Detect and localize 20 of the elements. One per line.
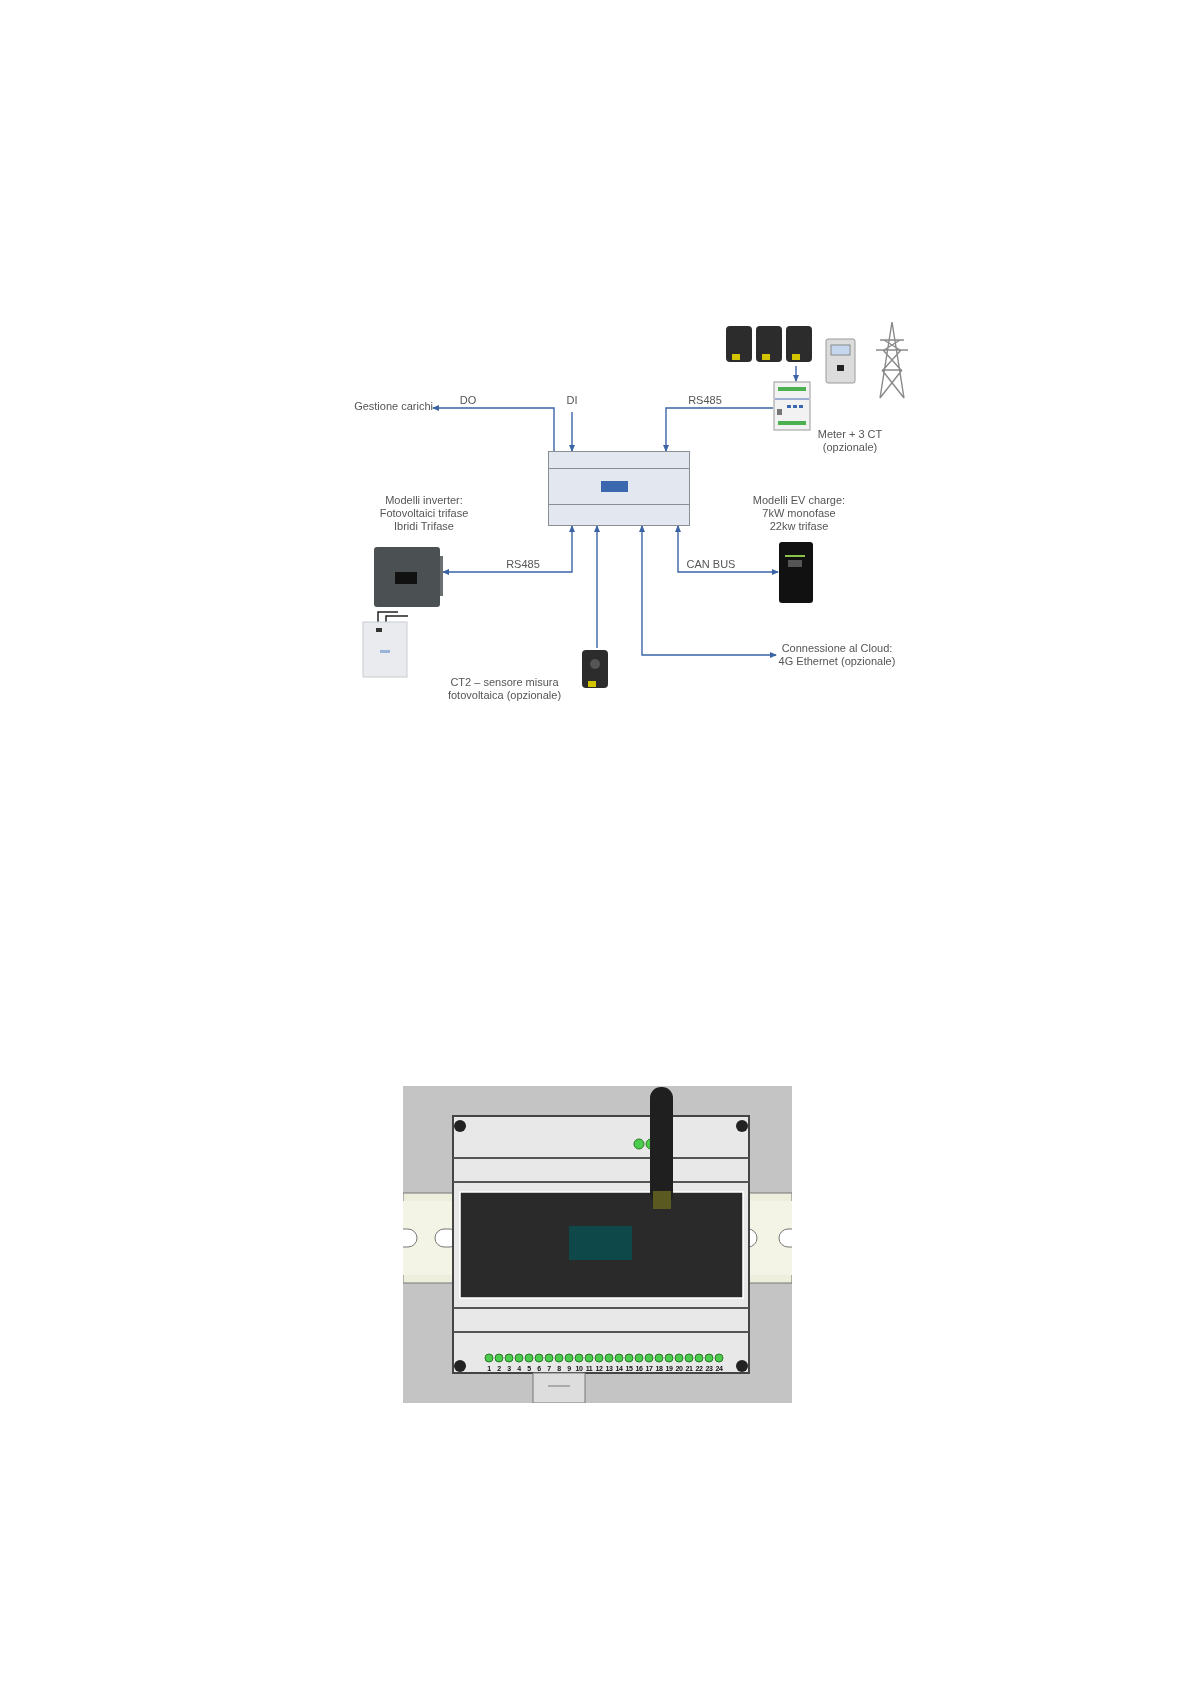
node-label: Gestione carichi [354,400,433,413]
connector-arrow [675,525,779,575]
connector-arrow [663,407,774,452]
edge-label: CAN BUS [685,558,737,571]
edge-label: RS485 [687,394,723,407]
connector-arrow [639,525,777,658]
device-caption: Modelli EV charge: 7kW monofase 22kw trifase [751,494,847,533]
device-caption: CT2 – sensore misura fotovoltaica (opzionale) [446,676,563,702]
controller-box [548,451,690,526]
connector-arrow [432,405,555,452]
edge-label: RS485 [505,558,541,571]
connector-arrow [793,365,799,382]
edge-label: DI [565,394,579,407]
connector-arrow [569,411,575,452]
connector-arrow [442,525,575,575]
device-caption: Modelli inverter: Fotovoltaici trifase Ibridi Trifase [378,494,470,533]
edge-label: DO [458,394,478,407]
connector-arrow [594,525,600,649]
node-label: Connessione al Cloud: 4G Ethernet (opzionale) [777,642,897,668]
device-caption: Meter + 3 CT (opzionale) [816,428,884,454]
